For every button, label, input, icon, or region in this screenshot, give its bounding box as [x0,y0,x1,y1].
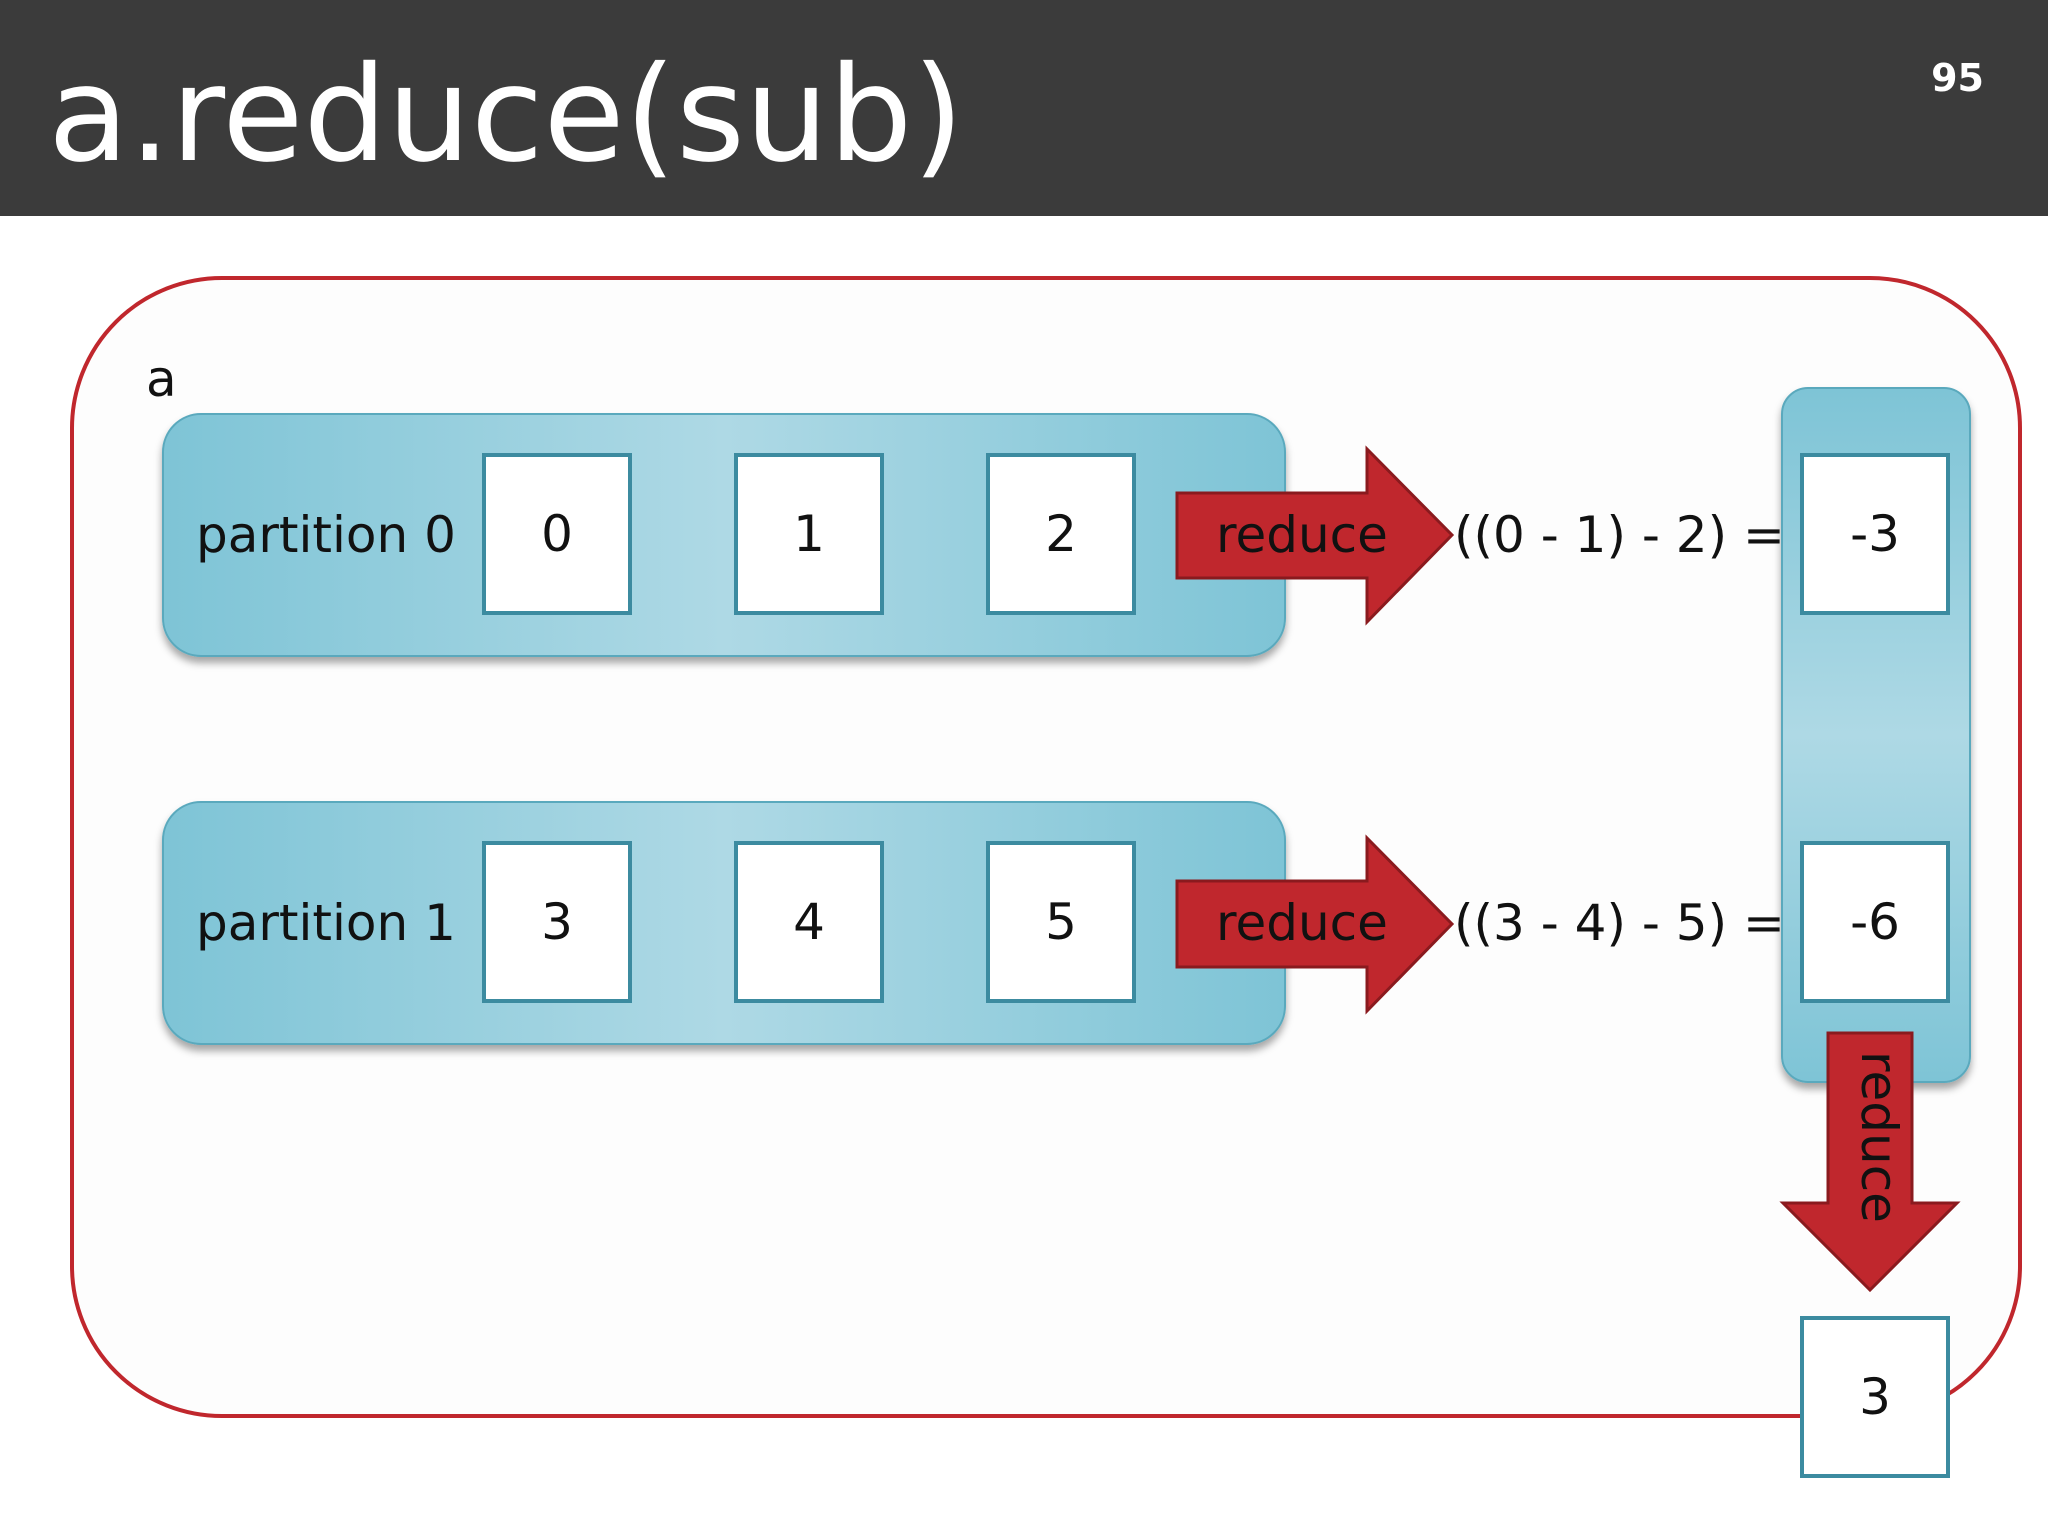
slide-header: a.reduce(sub) 95 [0,0,2048,216]
partition-1-element-2: 5 [986,841,1136,1003]
partition-0-expression: ((0 - 1) - 2) = [1454,506,1785,564]
partition-1-element-1: 4 [734,841,884,1003]
final-result: 3 [1800,1316,1950,1478]
rdd-name-label: a [146,350,177,408]
partition-0-label: partition 0 [196,506,456,564]
reduce-arrow-1-label: reduce [1216,894,1388,952]
reduce-arrow-1 [1175,834,1455,1015]
reduce-arrow-0-label: reduce [1216,506,1388,564]
reduce-arrow-0 [1175,445,1455,626]
slide-number: 95 [1931,56,1984,100]
partition-1-expression: ((3 - 4) - 5) = [1454,894,1785,952]
partition-0-result: -3 [1800,453,1950,615]
partition-0-element-1: 1 [734,453,884,615]
partition-0-element-0: 0 [482,453,632,615]
partition-1-element-0: 3 [482,841,632,1003]
partition-1-result: -6 [1800,841,1950,1003]
final-reduce-arrow-label: reduce [1849,1051,1908,1223]
partition-1-label: partition 1 [196,894,456,952]
final-reduce-arrow [1779,1031,1961,1293]
partition-0-element-2: 2 [986,453,1136,615]
slide-title: a.reduce(sub) [48,38,964,192]
